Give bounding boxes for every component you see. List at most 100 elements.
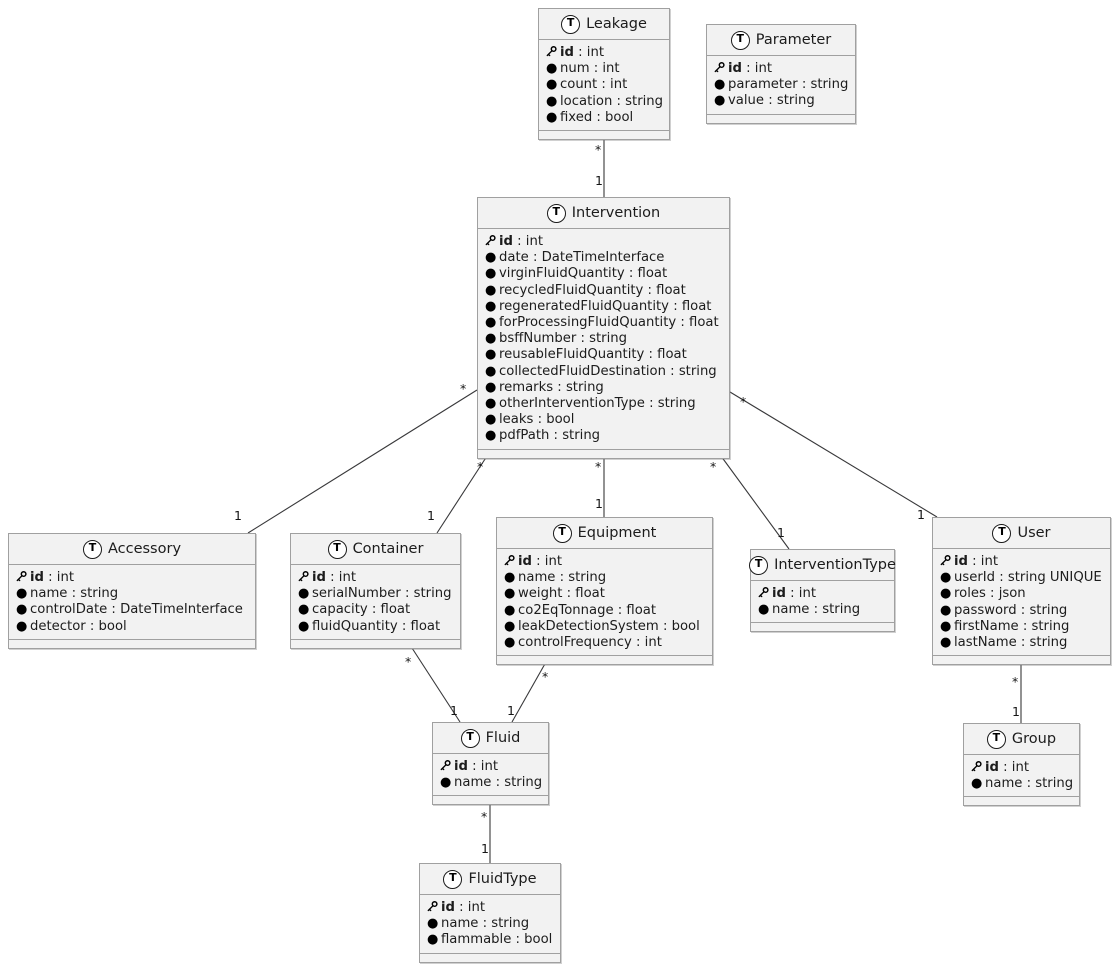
- attribute-name: lastName: [954, 635, 1017, 651]
- attribute-separator: :: [797, 77, 811, 93]
- attribute-text: password : string: [954, 603, 1067, 619]
- class-name: Container: [352, 541, 424, 557]
- attribute-separator: :: [85, 618, 99, 634]
- attribute-type: float: [380, 602, 411, 618]
- attribute-separator: :: [612, 93, 626, 109]
- attribute-type: float: [656, 282, 686, 298]
- class-methods-compartment: [707, 113, 855, 123]
- attribute-row: ●remarks : string: [485, 380, 722, 396]
- attribute-name: pdfPath: [499, 428, 550, 444]
- attribute-separator: :: [533, 412, 547, 428]
- attribute-text: name : string: [985, 776, 1073, 792]
- attribute-separator: :: [511, 932, 525, 948]
- attribute-name: id: [518, 554, 532, 569]
- class-attributes-container: id : int●serialNumber : string●capacity …: [291, 565, 460, 639]
- class-attributes-fluid: id : int●name : string: [433, 754, 548, 796]
- attribute-separator: :: [665, 363, 679, 379]
- attribute-name: controlDate: [30, 602, 108, 618]
- multiplicity-label-m-fluidtype-one: 1: [481, 841, 489, 856]
- class-attributes-leakage: id : int●num : int●count : int●location …: [539, 40, 669, 131]
- attribute-row: ●otherInterventionType : string: [485, 396, 722, 412]
- bullet-icon: ●: [546, 109, 558, 125]
- attribute-separator: :: [1016, 635, 1030, 651]
- attribute-type: bool: [671, 618, 700, 634]
- attribute-text: date : DateTimeInterface: [499, 250, 664, 266]
- attribute-name: co2EqTonnage: [518, 602, 614, 618]
- attribute-row: ●co2EqTonnage : float: [504, 603, 705, 619]
- primary-key-icon: [940, 554, 951, 566]
- attribute-text: id : int: [560, 45, 604, 61]
- attribute-separator: :: [528, 250, 542, 266]
- attribute-text: forProcessingFluidQuantity : float: [499, 315, 719, 331]
- key-icon-wrap: [940, 554, 951, 566]
- key-icon-wrap: [504, 554, 515, 566]
- attribute-row: ●controlDate : DateTimeInterface: [16, 602, 248, 618]
- multiplicity-label-m-container-one: 1: [427, 508, 435, 523]
- attribute-row: id : int: [427, 900, 553, 916]
- attribute-type: float: [689, 315, 719, 331]
- attribute-separator: :: [491, 775, 505, 791]
- attribute-row: id : int: [485, 234, 722, 250]
- attribute-name: detector: [30, 618, 86, 634]
- attribute-text: fluidQuantity : float: [312, 619, 440, 635]
- attribute-separator: :: [549, 428, 563, 444]
- attribute-name: reusableFluidQuantity: [499, 347, 645, 363]
- attribute-name: bsffNumber: [499, 331, 577, 347]
- attribute-type: float: [626, 602, 657, 618]
- attribute-separator: :: [644, 396, 658, 412]
- bullet-icon: ●: [16, 586, 28, 602]
- attribute-name: id: [728, 61, 742, 76]
- attribute-row: id : int: [758, 586, 887, 602]
- class-attributes-interventiontype: id : int●name : string: [751, 581, 894, 623]
- attribute-row: ●weight : float: [504, 586, 705, 602]
- attribute-row: ●recycledFluidQuantity : float: [485, 283, 722, 299]
- attribute-name: flammable: [441, 932, 512, 948]
- attribute-separator: :: [400, 586, 414, 602]
- multiplicity-label-m-equipfluid-star: *: [542, 669, 549, 684]
- bullet-icon: ●: [485, 363, 497, 379]
- attribute-name: fluidQuantity: [312, 618, 398, 634]
- attribute-name: firstName: [954, 618, 1019, 634]
- attribute-row: ●name : string: [504, 570, 705, 586]
- attribute-separator: :: [967, 554, 981, 569]
- class-methods-compartment: [420, 952, 560, 962]
- attribute-type: int: [56, 570, 74, 585]
- attribute-name: name: [441, 916, 479, 932]
- bullet-icon: ●: [427, 916, 439, 932]
- attribute-name: name: [985, 776, 1023, 792]
- attribute-separator: :: [397, 618, 411, 634]
- attribute-text: leaks : bool: [499, 412, 574, 428]
- attribute-name: location: [560, 93, 613, 109]
- attribute-name: regeneratedFluidQuantity: [499, 298, 669, 314]
- attribute-type: int: [610, 77, 628, 93]
- class-methods-compartment: [291, 638, 460, 648]
- class-attributes-fluidtype: id : int●name : string●flammable : bool: [420, 895, 560, 953]
- bullet-icon: ●: [504, 635, 516, 651]
- attribute-row: ●userId : string UNIQUE: [940, 570, 1103, 586]
- attribute-text: firstName : string: [954, 619, 1069, 635]
- multiplicity-label-m-user-one: 1: [917, 507, 925, 522]
- attribute-separator: :: [107, 602, 121, 618]
- attribute-separator: :: [562, 586, 576, 602]
- key-icon-wrap: [546, 45, 557, 57]
- attribute-row: ●leakDetectionSystem : bool: [504, 619, 705, 635]
- attribute-separator: :: [644, 347, 658, 363]
- class-name: InterventionType: [774, 557, 896, 573]
- attribute-name: recycledFluidQuantity: [499, 282, 644, 298]
- multiplicity-label-m-accessory-one: 1: [234, 508, 242, 523]
